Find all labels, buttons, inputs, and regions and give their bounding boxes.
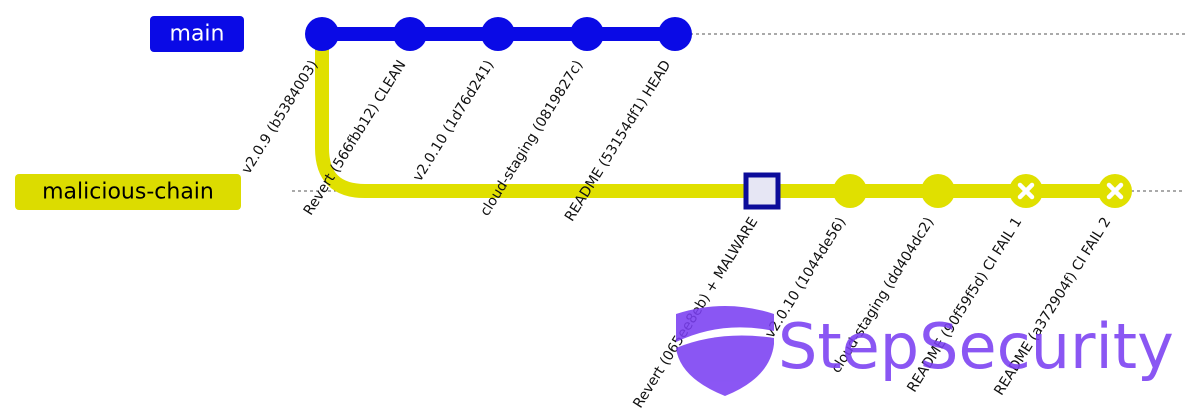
main-commit-label: v2.0.10 (1d76d241) bbox=[410, 58, 497, 185]
malicious-commit-marker-fail bbox=[1098, 174, 1132, 208]
main-commit-label: v2.0.9 (b5384003) bbox=[239, 58, 322, 177]
main-commit-marker bbox=[658, 17, 692, 51]
malicious-commit-marker-malware bbox=[743, 172, 781, 210]
malicious-branch-name: malicious-chain bbox=[42, 180, 214, 205]
stepsecurity-logo: StepSecurity bbox=[676, 306, 1174, 396]
malicious-branch-label: malicious-chain bbox=[15, 174, 241, 210]
main-commit-marker bbox=[305, 17, 339, 51]
malicious-branch-line bbox=[315, 34, 1115, 198]
main-commit-marker bbox=[393, 17, 427, 51]
shield-logo-icon bbox=[676, 306, 774, 396]
logo-wordmark: StepSecurity bbox=[778, 310, 1174, 383]
main-commit-marker bbox=[481, 17, 515, 51]
main-branch-name: main bbox=[170, 22, 225, 47]
malicious-commit-marker-fail bbox=[1009, 174, 1043, 208]
main-branch-label: main bbox=[150, 16, 244, 52]
malicious-commit-marker bbox=[833, 174, 867, 208]
main-commit-label: README (53154df1) HEAD bbox=[562, 58, 674, 225]
malicious-commit-marker bbox=[921, 174, 955, 208]
main-commit-marker bbox=[570, 17, 604, 51]
